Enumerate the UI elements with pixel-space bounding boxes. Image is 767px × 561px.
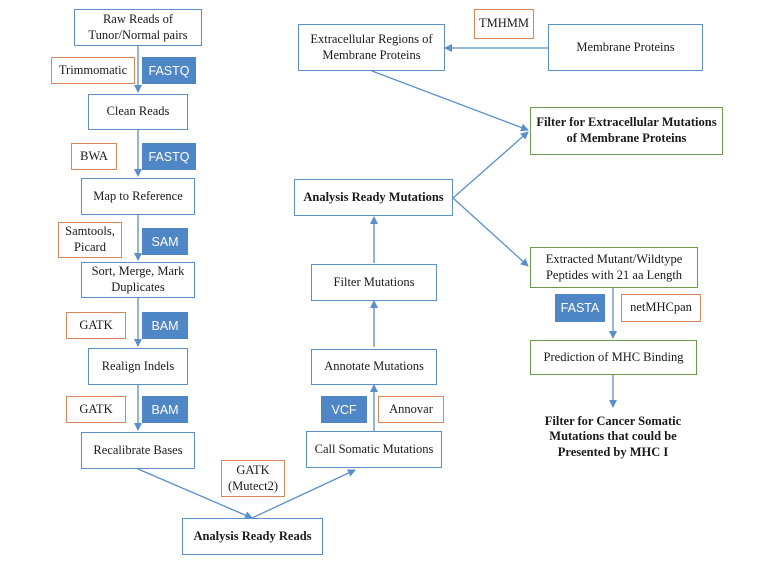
bam-tag-1: BAM [142,312,188,339]
annovar-tool: Annovar [378,396,444,423]
call-somatic-mutations-box: Call Somatic Mutations [306,431,442,468]
extracellular-regions-box: Extracellular Regions of Membrane Protei… [298,24,445,71]
netmhcpan-tool: netMHCpan [621,294,701,322]
realign-indels-box: Realign Indels [88,348,188,385]
trimmomatic-tool: Trimmomatic [51,57,135,84]
arrow-ready-mut-to-filter [452,131,529,199]
bwa-tool: BWA [71,143,117,170]
samtools-picard-tool: Samtools, Picard [58,222,122,258]
sam-tag: SAM [142,228,188,255]
annotate-mutations-box: Annotate Mutations [311,349,437,385]
fastq-tag-1: FASTQ [142,57,196,84]
clean-reads-box: Clean Reads [88,94,188,130]
arrow-recal-to-ready-reads [137,468,253,519]
filter-mutations-box: Filter Mutations [311,264,437,301]
fastq-tag-2: FASTQ [142,143,196,170]
analysis-ready-reads-box: Analysis Ready Reads [182,518,323,555]
gatk-tool-2: GATK [66,396,126,423]
membrane-proteins-box: Membrane Proteins [548,24,703,71]
extracted-peptides-box: Extracted Mutant/Wildtype Peptides with … [530,247,698,288]
arrow-ready-mut-to-extracted [452,197,529,267]
tmhmm-tool: TMHMM [474,9,534,39]
arrow-extracellular-to-filter [371,70,529,132]
filter-extracellular-box: Filter for Extracellular Mutations of Me… [530,107,723,155]
fasta-tag: FASTA [555,294,605,322]
bam-tag-2: BAM [142,396,188,423]
sort-merge-duplicates-box: Sort, Merge, Mark Duplicates [81,262,195,298]
filter-cancer-somatic-text: Filter for Cancer Somatic Mutations that… [524,409,702,465]
gatk-mutect2-tool: GATK (Mutect2) [221,460,285,497]
gatk-tool-1: GATK [66,312,126,339]
arrow-ready-reads-to-call [251,469,356,519]
raw-reads-box: Raw Reads of Tunor/Normal pairs [74,9,202,46]
recalibrate-bases-box: Recalibrate Bases [81,432,195,469]
prediction-mhc-binding-box: Prediction of MHC Binding [530,340,697,375]
map-to-reference-box: Map to Reference [81,178,195,215]
analysis-ready-mutations-box: Analysis Ready Mutations [294,179,453,216]
vcf-tag: VCF [321,396,367,423]
